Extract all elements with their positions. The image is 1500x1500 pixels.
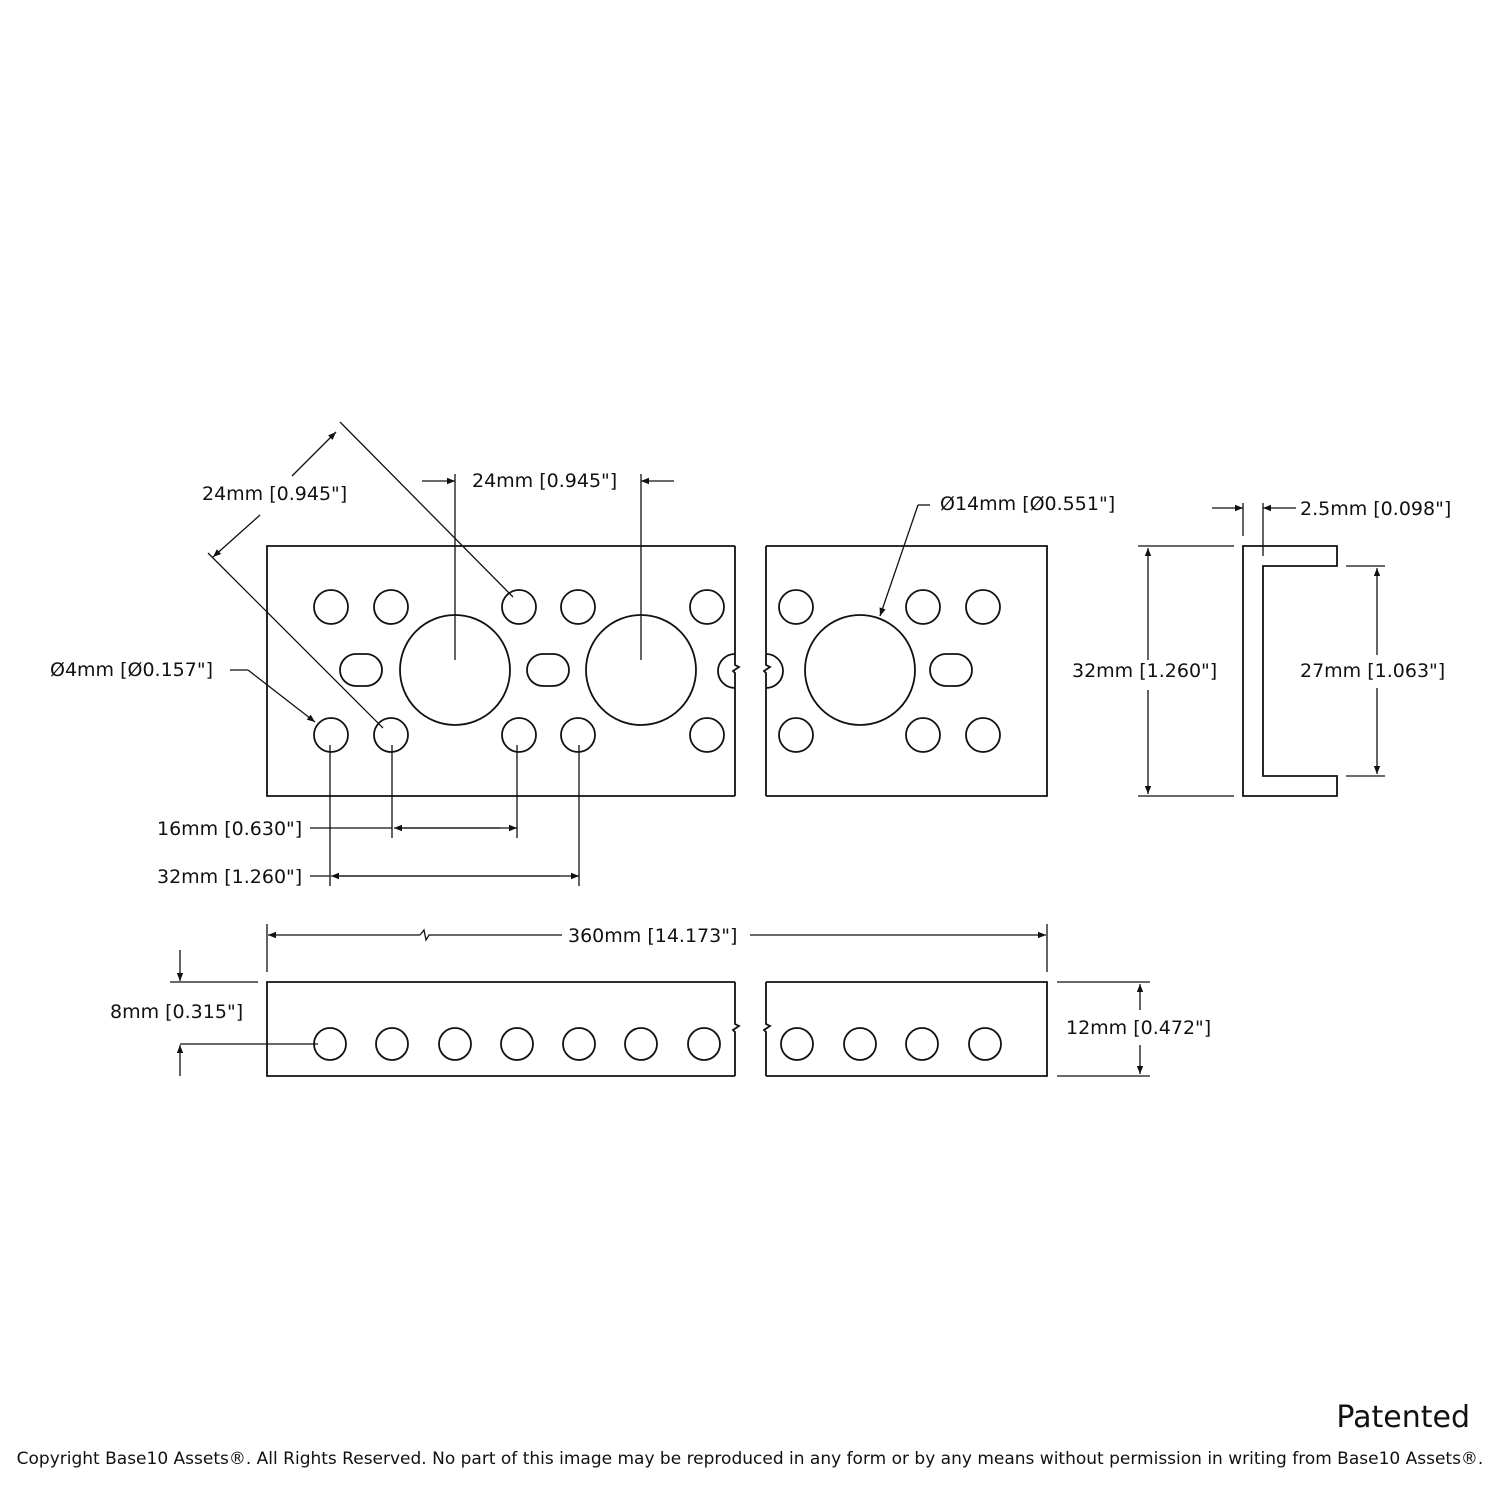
- dimension-lines: [170, 421, 1385, 1077]
- side-hole: [687, 1027, 721, 1061]
- side-hole: [438, 1027, 472, 1061]
- dim-pitch-16: 16mm [0.630"]: [157, 818, 302, 840]
- hole: [313, 589, 349, 625]
- side-hole: [313, 1027, 347, 1061]
- hole: [373, 589, 409, 625]
- dim-height: 32mm [1.260"]: [1072, 660, 1217, 682]
- dim-side-offset: 8mm [0.315"]: [110, 1001, 243, 1023]
- side-hole: [780, 1027, 814, 1061]
- side-hole: [562, 1027, 596, 1061]
- dim-length: 360mm [14.173"]: [568, 925, 737, 947]
- hole: [560, 589, 596, 625]
- top-view: [266, 545, 1048, 797]
- side-hole: [375, 1027, 409, 1061]
- side-hole: [905, 1027, 939, 1061]
- dim-center-pitch: 24mm [0.945"]: [472, 470, 617, 492]
- side-hole: [500, 1027, 534, 1061]
- patented-label: Patented: [1336, 1400, 1470, 1435]
- side-hole: [843, 1027, 877, 1061]
- side-hole: [968, 1027, 1002, 1061]
- hole: [560, 717, 596, 753]
- hole: [778, 717, 814, 753]
- side-hole: [624, 1027, 658, 1061]
- hole: [965, 717, 1001, 753]
- hole: [501, 589, 537, 625]
- hole: [905, 717, 941, 753]
- side-view: [266, 981, 1048, 1077]
- dim-pitch-32: 32mm [1.260"]: [157, 866, 302, 888]
- dim-inner-height: 27mm [1.063"]: [1300, 660, 1445, 682]
- dim-large-hole: Ø14mm [Ø0.551"]: [940, 493, 1115, 515]
- hole: [689, 717, 725, 753]
- hole: [373, 717, 409, 753]
- dim-wall: 2.5mm [0.098"]: [1300, 498, 1451, 520]
- copyright-text: Copyright Base10 Assets®. All Rights Res…: [16, 1449, 1484, 1469]
- hole: [965, 589, 1001, 625]
- hole: [905, 589, 941, 625]
- profile-view: [1242, 545, 1338, 797]
- dim-side-height: 12mm [0.472"]: [1066, 1017, 1211, 1039]
- hole: [778, 589, 814, 625]
- hole: [689, 589, 725, 625]
- dim-small-hole: Ø4mm [Ø0.157"]: [50, 659, 213, 681]
- hole: [313, 717, 349, 753]
- dim-diag-pitch: 24mm [0.945"]: [202, 483, 347, 505]
- hole: [501, 717, 537, 753]
